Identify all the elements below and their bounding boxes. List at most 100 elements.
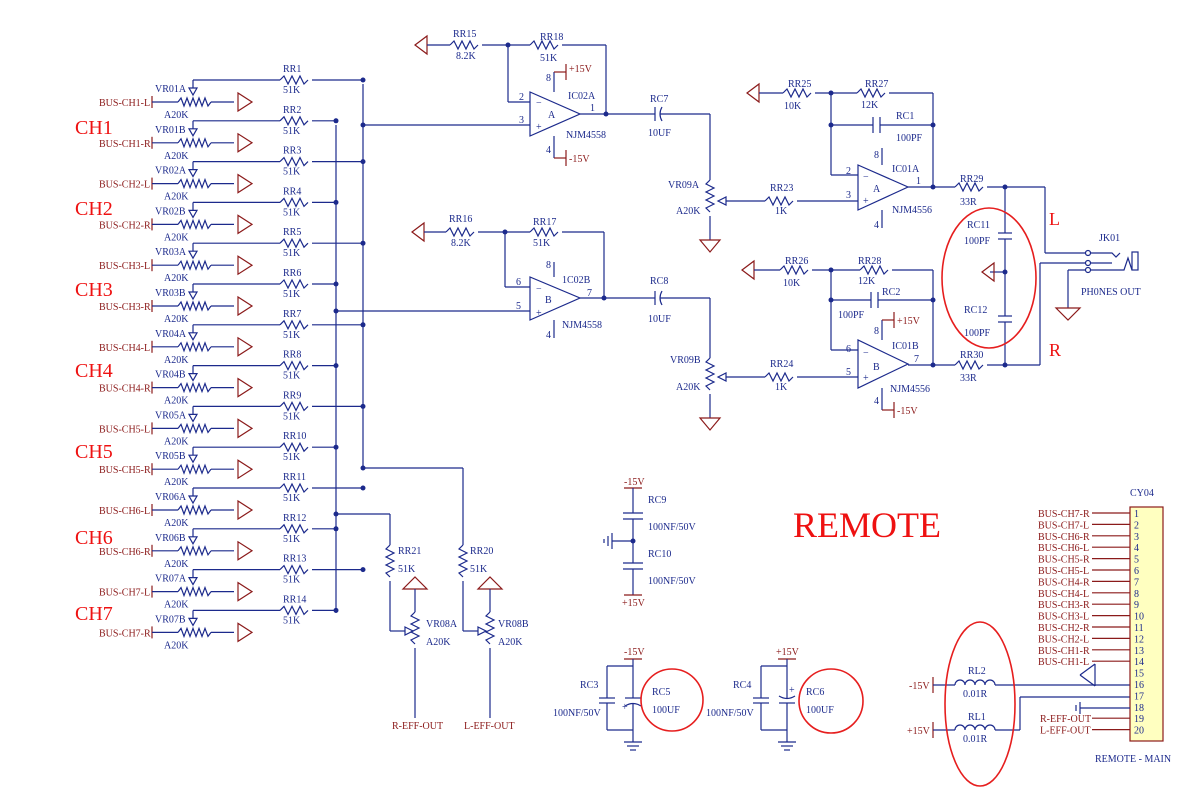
pin-label: 8 [546, 73, 551, 84]
bus-label: BUS-CH2-L [99, 180, 150, 191]
vr08b-value: A20K [498, 637, 523, 648]
highlight-circle [640, 668, 704, 732]
pin-label: 6 [846, 344, 851, 355]
right-channel-mark: R [1049, 340, 1061, 360]
svg-text:−: − [863, 172, 869, 183]
pot-value: A20K [164, 396, 189, 407]
channel-label: CH5 [75, 441, 113, 463]
pot-value: A20K [164, 110, 189, 121]
pot-label: VR04B [155, 370, 186, 381]
rr24-label: RR24 [770, 359, 793, 370]
pin-label: 4 [546, 145, 551, 156]
pin-label: 3 [519, 115, 524, 126]
pin-number: 3 [1134, 532, 1139, 543]
pin-label: 8 [874, 326, 879, 337]
resistor-label: RR8 [283, 350, 301, 361]
left-channel-mark: L [1049, 209, 1060, 229]
svg-text:A: A [873, 184, 881, 195]
pin-number: 19 [1134, 714, 1144, 725]
connector-pin: 12 BUS-CH2-L [1038, 634, 1144, 645]
resistor-label: RR5 [283, 227, 301, 238]
pot-value: A20K [164, 518, 189, 529]
resistor-value: 51K [283, 289, 301, 300]
pot-label: VR07B [155, 614, 186, 625]
pot-row: BUS-CH4-R VR04B A20K RR8 51K [99, 350, 339, 407]
p15-label: +15V [622, 598, 646, 609]
bus-label: BUS-CH6-R [99, 547, 151, 558]
rr25-value: 10K [784, 101, 802, 112]
resistor-value: 51K [283, 207, 301, 218]
pin-net-label: BUS-CH2-R [1038, 623, 1090, 634]
pin-net-label: BUS-CH3-R [1038, 600, 1090, 611]
resistor-label: RR1 [283, 64, 301, 75]
pin-number: 12 [1134, 634, 1144, 645]
m15-label: -15V [897, 406, 918, 417]
channel-label: CH4 [75, 360, 113, 382]
rc8-label: RC8 [650, 276, 668, 287]
resistor-value: 51K [283, 371, 301, 382]
highlight-ellipse [944, 621, 1016, 787]
pin-number: 6 [1134, 566, 1139, 577]
rc6-label: RC6 [806, 687, 824, 698]
rc4-value: 100NF/50V [706, 708, 755, 719]
bus-label: BUS-CH2-R [99, 220, 151, 231]
rr30-value: 33R [960, 373, 977, 384]
pot-value: A20K [164, 151, 189, 162]
rc2-value: 100PF [838, 310, 865, 321]
m15-label: -15V [569, 154, 590, 165]
rc8-value: 10UF [648, 314, 671, 325]
ic01b-label: IC01B [892, 341, 919, 352]
pin-net-label: BUS-CH4-R [1038, 577, 1090, 588]
p15-label: +15V [776, 647, 800, 658]
pin-number: 16 [1134, 680, 1144, 691]
pin-net-label: BUS-CH4-L [1038, 589, 1089, 600]
rc7-value: 10UF [648, 128, 671, 139]
pin-number: 4 [1134, 543, 1139, 554]
rr27-label: RR27 [865, 79, 888, 90]
pin-number: 8 [1134, 589, 1139, 600]
pot-value: A20K [164, 192, 189, 203]
resistor-value: 51K [283, 411, 301, 422]
pot-value: A20K [164, 273, 189, 284]
rr15-value: 8.2K [456, 51, 477, 62]
rr15-label: RR15 [453, 29, 476, 40]
resistor-label: RR9 [283, 390, 301, 401]
pin-number: 7 [1134, 577, 1139, 588]
bus-label: BUS-CH4-R [99, 384, 151, 395]
pot-label: VR05A [155, 410, 187, 421]
rc1-label: RC1 [896, 111, 914, 122]
bus-label: BUS-CH7-L [99, 588, 150, 599]
svg-text:B: B [873, 362, 880, 373]
pin-number: 9 [1134, 600, 1139, 611]
bus-label: BUS-CH1-L [99, 98, 150, 109]
resistor-label: RR12 [283, 513, 306, 524]
rr16-value: 8.2K [451, 238, 472, 249]
pin-label: 8 [546, 260, 551, 271]
bus-label: BUS-CH4-L [99, 343, 150, 354]
vr08b-label: VR08B [498, 619, 529, 630]
supply-decoupling: -15V +15V RC9 100NF/50V RC10 100NF/50V [603, 477, 697, 609]
pot-value: A20K [164, 436, 189, 447]
pin-net-label: BUS-CH6-L [1038, 543, 1089, 554]
highlight-ellipse [941, 207, 1037, 349]
cy04-pin-list: 1BUS-CH7-R2BUS-CH7-L3BUS-CH6-R4BUS-CH6-L… [1038, 509, 1144, 737]
ic01a-part: NJM4556 [892, 205, 932, 216]
pin-net-label: R-EFF-OUT [1040, 714, 1091, 725]
rc9-value: 100NF/50V [648, 522, 697, 533]
bus-label: BUS-CH6-L [99, 506, 150, 517]
pin-number: 15 [1134, 669, 1144, 680]
resistor-value: 51K [283, 167, 301, 178]
pin-net-label: BUS-CH2-L [1038, 634, 1089, 645]
ic01a-label: IC01A [892, 164, 920, 175]
pin-label: 1 [590, 103, 595, 114]
rr29-label: RR29 [960, 174, 983, 185]
vr09b-value: A20K [676, 382, 701, 393]
